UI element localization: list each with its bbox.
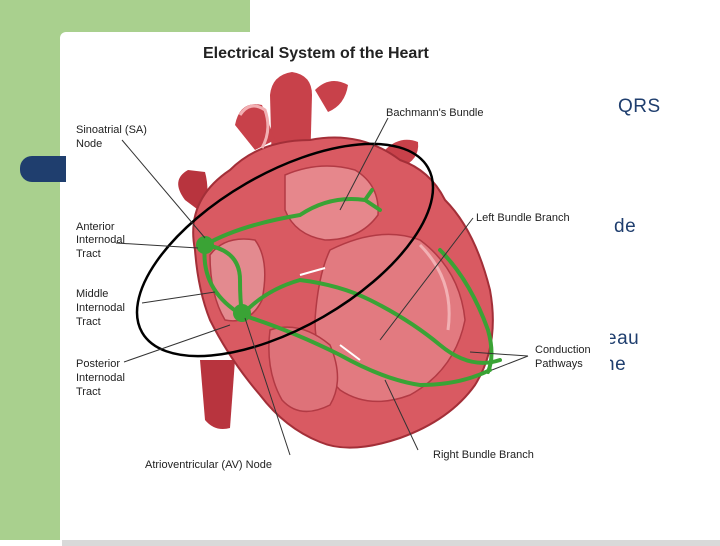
bachmann-bundle-fork — [363, 188, 382, 212]
label-av-node: Atrioventricular (AV) Node — [145, 459, 272, 471]
diagram-title: Electrical System of the Heart — [203, 45, 430, 62]
label-middle-3: Tract — [76, 316, 101, 328]
label-anterior-1: Anterior — [76, 221, 115, 233]
highlight-ellipse — [135, 142, 435, 358]
label-anterior-2: Internodal — [76, 234, 125, 246]
diagram-labels: Sinoatrial (SA) Node Anterior Internodal… — [76, 107, 591, 471]
purkinje-outer-path — [438, 248, 494, 374]
label-right-bundle: Right Bundle Branch — [433, 449, 534, 461]
left-bundle-branch-path — [240, 277, 502, 365]
background-text-fragment-3: eau — [606, 328, 640, 349]
label-conduction-2: Pathways — [535, 358, 583, 370]
leader-lines — [115, 117, 529, 456]
label-left-bundle: Left Bundle Branch — [476, 212, 570, 224]
bachmann-bundle-path — [203, 197, 367, 247]
label-sa-node-1: Sinoatrial (SA) — [76, 124, 147, 136]
label-posterior-2: Internodal — [76, 372, 125, 384]
label-middle-2: Internodal — [76, 302, 125, 314]
label-bachmann: Bachmann's Bundle — [386, 107, 484, 119]
label-anterior-3: Tract — [76, 248, 101, 260]
av-node-marker — [233, 304, 251, 322]
right-bundle-branch-path — [240, 313, 492, 388]
sa-node-marker — [196, 236, 214, 254]
label-posterior-3: Tract — [76, 386, 101, 398]
background-text-fragment-2: de — [614, 216, 637, 237]
label-middle-1: Middle — [76, 288, 108, 300]
label-sa-node-2: Node — [76, 138, 102, 150]
label-conduction-1: Conduction — [535, 344, 591, 356]
background-text-qrs: QRS — [618, 96, 661, 117]
label-posterior-1: Posterior — [76, 358, 120, 370]
